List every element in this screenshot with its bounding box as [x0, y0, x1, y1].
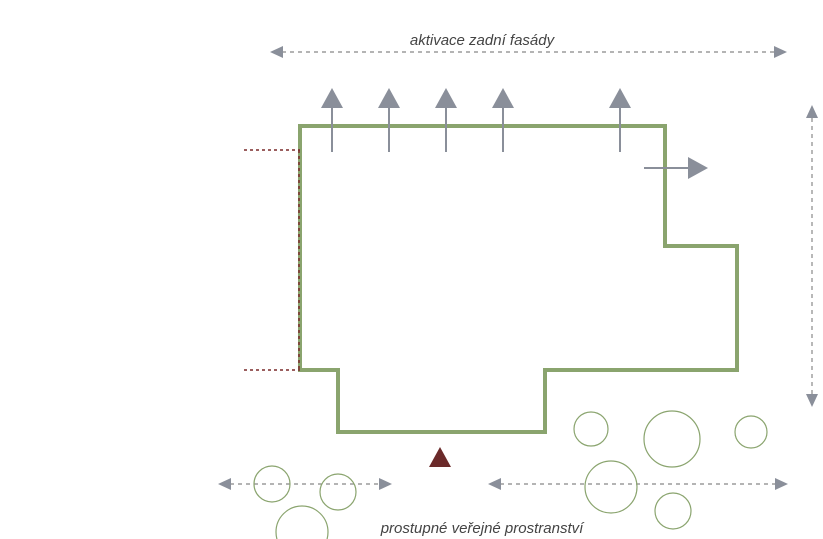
facade-arrow-3	[435, 88, 457, 152]
tree-circle	[253, 465, 291, 503]
facade-arrow-5	[609, 88, 631, 152]
bottom-right-arrow	[488, 478, 788, 490]
property-boundary	[244, 149, 300, 371]
bottom-label: prostupné veřejné prostranství	[380, 520, 585, 537]
tree-circle	[275, 505, 329, 539]
building-footprint	[298, 124, 739, 434]
tree-circle	[734, 415, 768, 449]
tree-circle	[654, 492, 692, 530]
facade-arrow-right	[644, 157, 708, 179]
trees	[253, 410, 768, 539]
entrance-marker	[429, 447, 451, 467]
bottom-left-arrow	[218, 478, 392, 490]
top-span-arrow	[270, 46, 787, 58]
tree-circle	[584, 460, 638, 514]
tree-circle	[319, 473, 357, 511]
tree-circle	[643, 410, 701, 468]
facade-arrow-1	[321, 88, 343, 152]
tree-circle	[573, 411, 609, 447]
right-span-arrow	[806, 105, 818, 407]
facade-arrow-4	[492, 88, 514, 152]
top-label: aktivace zadní fasády	[410, 32, 556, 49]
facade-arrow-2	[378, 88, 400, 152]
